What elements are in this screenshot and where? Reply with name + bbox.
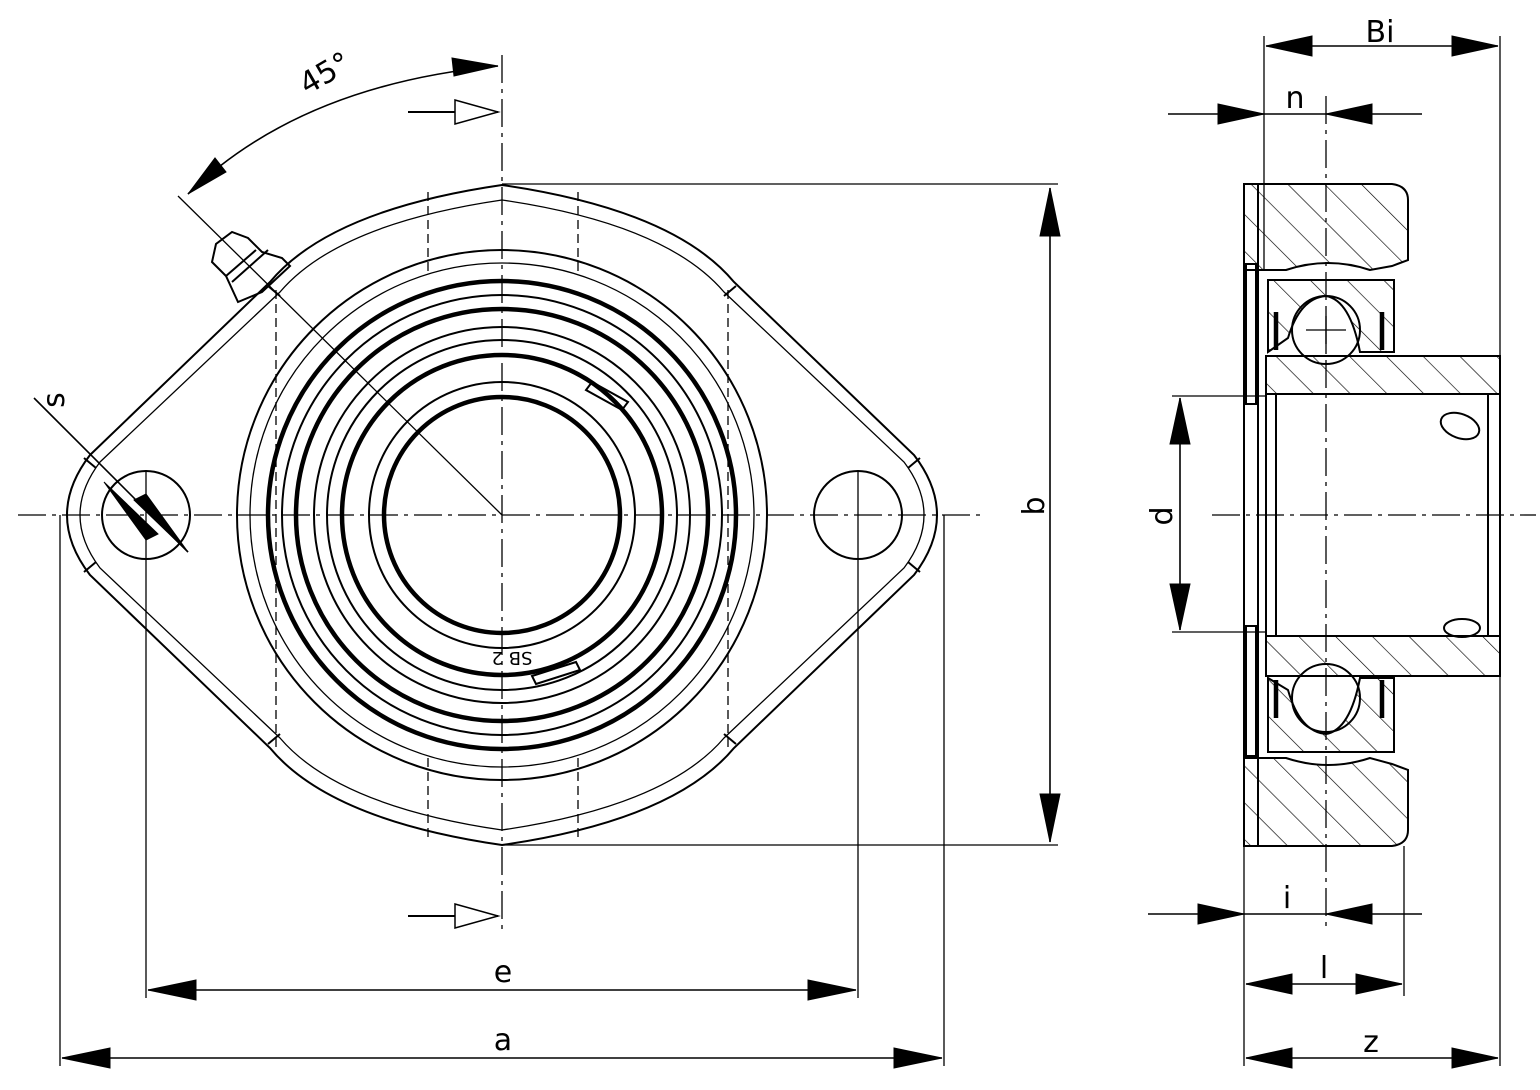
seals [1273,312,1385,718]
i-dimension [1148,846,1422,1066]
outer-ring-bottom [1267,676,1395,753]
bi-label: Bi [1366,15,1395,50]
inner-ring-bottom [1265,635,1501,677]
b-label: b [1017,496,1052,515]
front-view: SB 2 45° [18,45,1061,1069]
set-screw-hole-bottom [1443,618,1481,638]
angle-label: 45° [293,45,357,102]
z-label: z [1363,1025,1379,1060]
housing-section-top [1243,183,1409,272]
front-centerlines [18,55,985,935]
bore [1265,356,1501,676]
s-label: s [37,392,72,408]
bi-dimension [1263,35,1501,356]
d-dimension [1169,395,1266,633]
inner-ring-top [1265,355,1501,395]
l-label: l [1320,951,1328,986]
b-dimension [502,183,1061,846]
n-dimension [1168,103,1422,125]
collar-marks [530,380,630,686]
bearing-marking: SB 2 [492,647,533,668]
e-label: e [494,955,512,990]
e-dimension [145,470,859,1001]
section-centerlines [1212,96,1536,930]
i-label: i [1283,881,1291,916]
a-dimension [59,515,945,1069]
flange-ticks [83,285,921,745]
section-view: Bi n d i [1145,15,1536,1069]
hidden-lines [275,192,729,838]
section-arrows [408,99,501,929]
outer-ring-top [1267,279,1395,354]
s-dimension [33,397,189,553]
n-label: n [1285,81,1304,116]
angle-dimension [187,57,499,195]
a-label: a [494,1023,512,1058]
flange-inner-outline [79,199,925,831]
z-dimension [1245,676,1501,1069]
flange-outline [66,183,938,847]
set-screw-hole [1439,411,1481,441]
d-label: d [1145,506,1180,525]
l-dimension [1245,846,1405,996]
